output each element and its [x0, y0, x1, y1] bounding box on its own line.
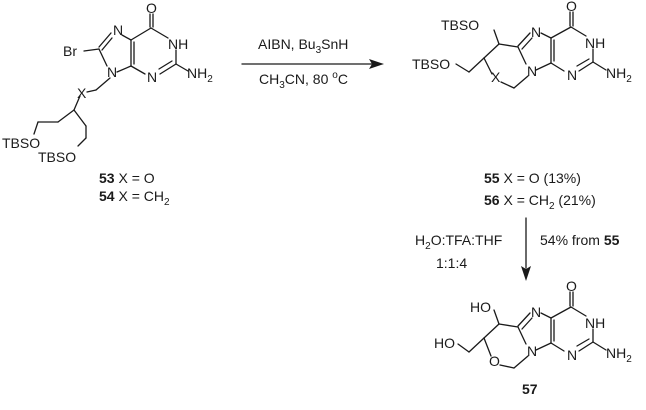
- atom-br-left: Br: [63, 43, 77, 59]
- conditions-label: CH3CN, 80 oC: [259, 70, 348, 91]
- atom-n9-left: N: [107, 64, 117, 80]
- atom-n7-left: N: [113, 22, 123, 38]
- compound-55-label: 55 X = O (13%): [484, 170, 581, 186]
- atom-o-bottom: O: [566, 278, 577, 294]
- reaction-step-2: H2O:TFA:THF 1:1:4 54% from 55: [415, 217, 620, 281]
- atom-nh-bottom: NH: [585, 315, 605, 331]
- atom-ho-2-bottom: HO: [434, 335, 455, 351]
- atom-n2-bottom: N: [527, 343, 537, 359]
- molecule-bottom: O NH NH2 N N N HO HO O 57: [434, 278, 632, 397]
- atom-n1-right: N: [531, 24, 541, 40]
- compound-56-label: 56 X = CH2 (21%): [484, 192, 596, 212]
- atom-nh2-bottom: NH2: [606, 345, 632, 365]
- compound-54-label: 54 X = CH2: [99, 188, 170, 208]
- atom-o-ring-bottom: O: [489, 353, 500, 369]
- atom-n1-bottom: N: [531, 304, 541, 320]
- atom-n2-right: N: [527, 63, 537, 79]
- molecule-right: O NH NH2 N N N X TBSO TBSO 55 X = O (13%…: [412, 0, 632, 212]
- arrowhead-right: [369, 59, 384, 69]
- atom-x-right: X: [491, 69, 501, 85]
- atom-n3-left: N: [147, 69, 157, 85]
- atom-nh-right: NH: [585, 35, 605, 51]
- label-tbso-1-left: TBSO: [2, 135, 40, 151]
- atom-nh2-right: NH2: [606, 65, 632, 85]
- atom-nh-left: NH: [168, 36, 188, 52]
- atom-nh2-left: NH2: [187, 65, 213, 85]
- atom-ho-1-bottom: HO: [470, 299, 491, 315]
- atom-n3-right: N: [567, 67, 577, 83]
- label-tbso-1-right: TBSO: [441, 17, 479, 33]
- label-tbso-2-right: TBSO: [412, 56, 450, 72]
- compound-53-label: 53 X = O: [99, 170, 155, 186]
- compound-57-label: 57: [522, 381, 538, 397]
- label-tbso-2-left: TBSO: [38, 149, 76, 165]
- yield-label: 54% from 55: [540, 232, 620, 248]
- solvent-label: H2O:TFA:THF: [415, 232, 502, 252]
- arrowhead-down: [521, 266, 531, 281]
- structure-53: O NH NH2 N N N Br X TBSO TBSO 53 X = O 5…: [2, 0, 213, 208]
- ratio-label: 1:1:4: [436, 255, 467, 271]
- atom-o-right: O: [566, 0, 577, 14]
- reagents-label: AIBN, Bu3SnH: [258, 36, 348, 56]
- atom-x-left: X: [77, 85, 87, 101]
- reaction-step-1: AIBN, Bu3SnH CH3CN, 80 oC: [241, 36, 384, 91]
- atom-n3-bottom: N: [567, 347, 577, 363]
- atom-o-left: O: [146, 0, 157, 16]
